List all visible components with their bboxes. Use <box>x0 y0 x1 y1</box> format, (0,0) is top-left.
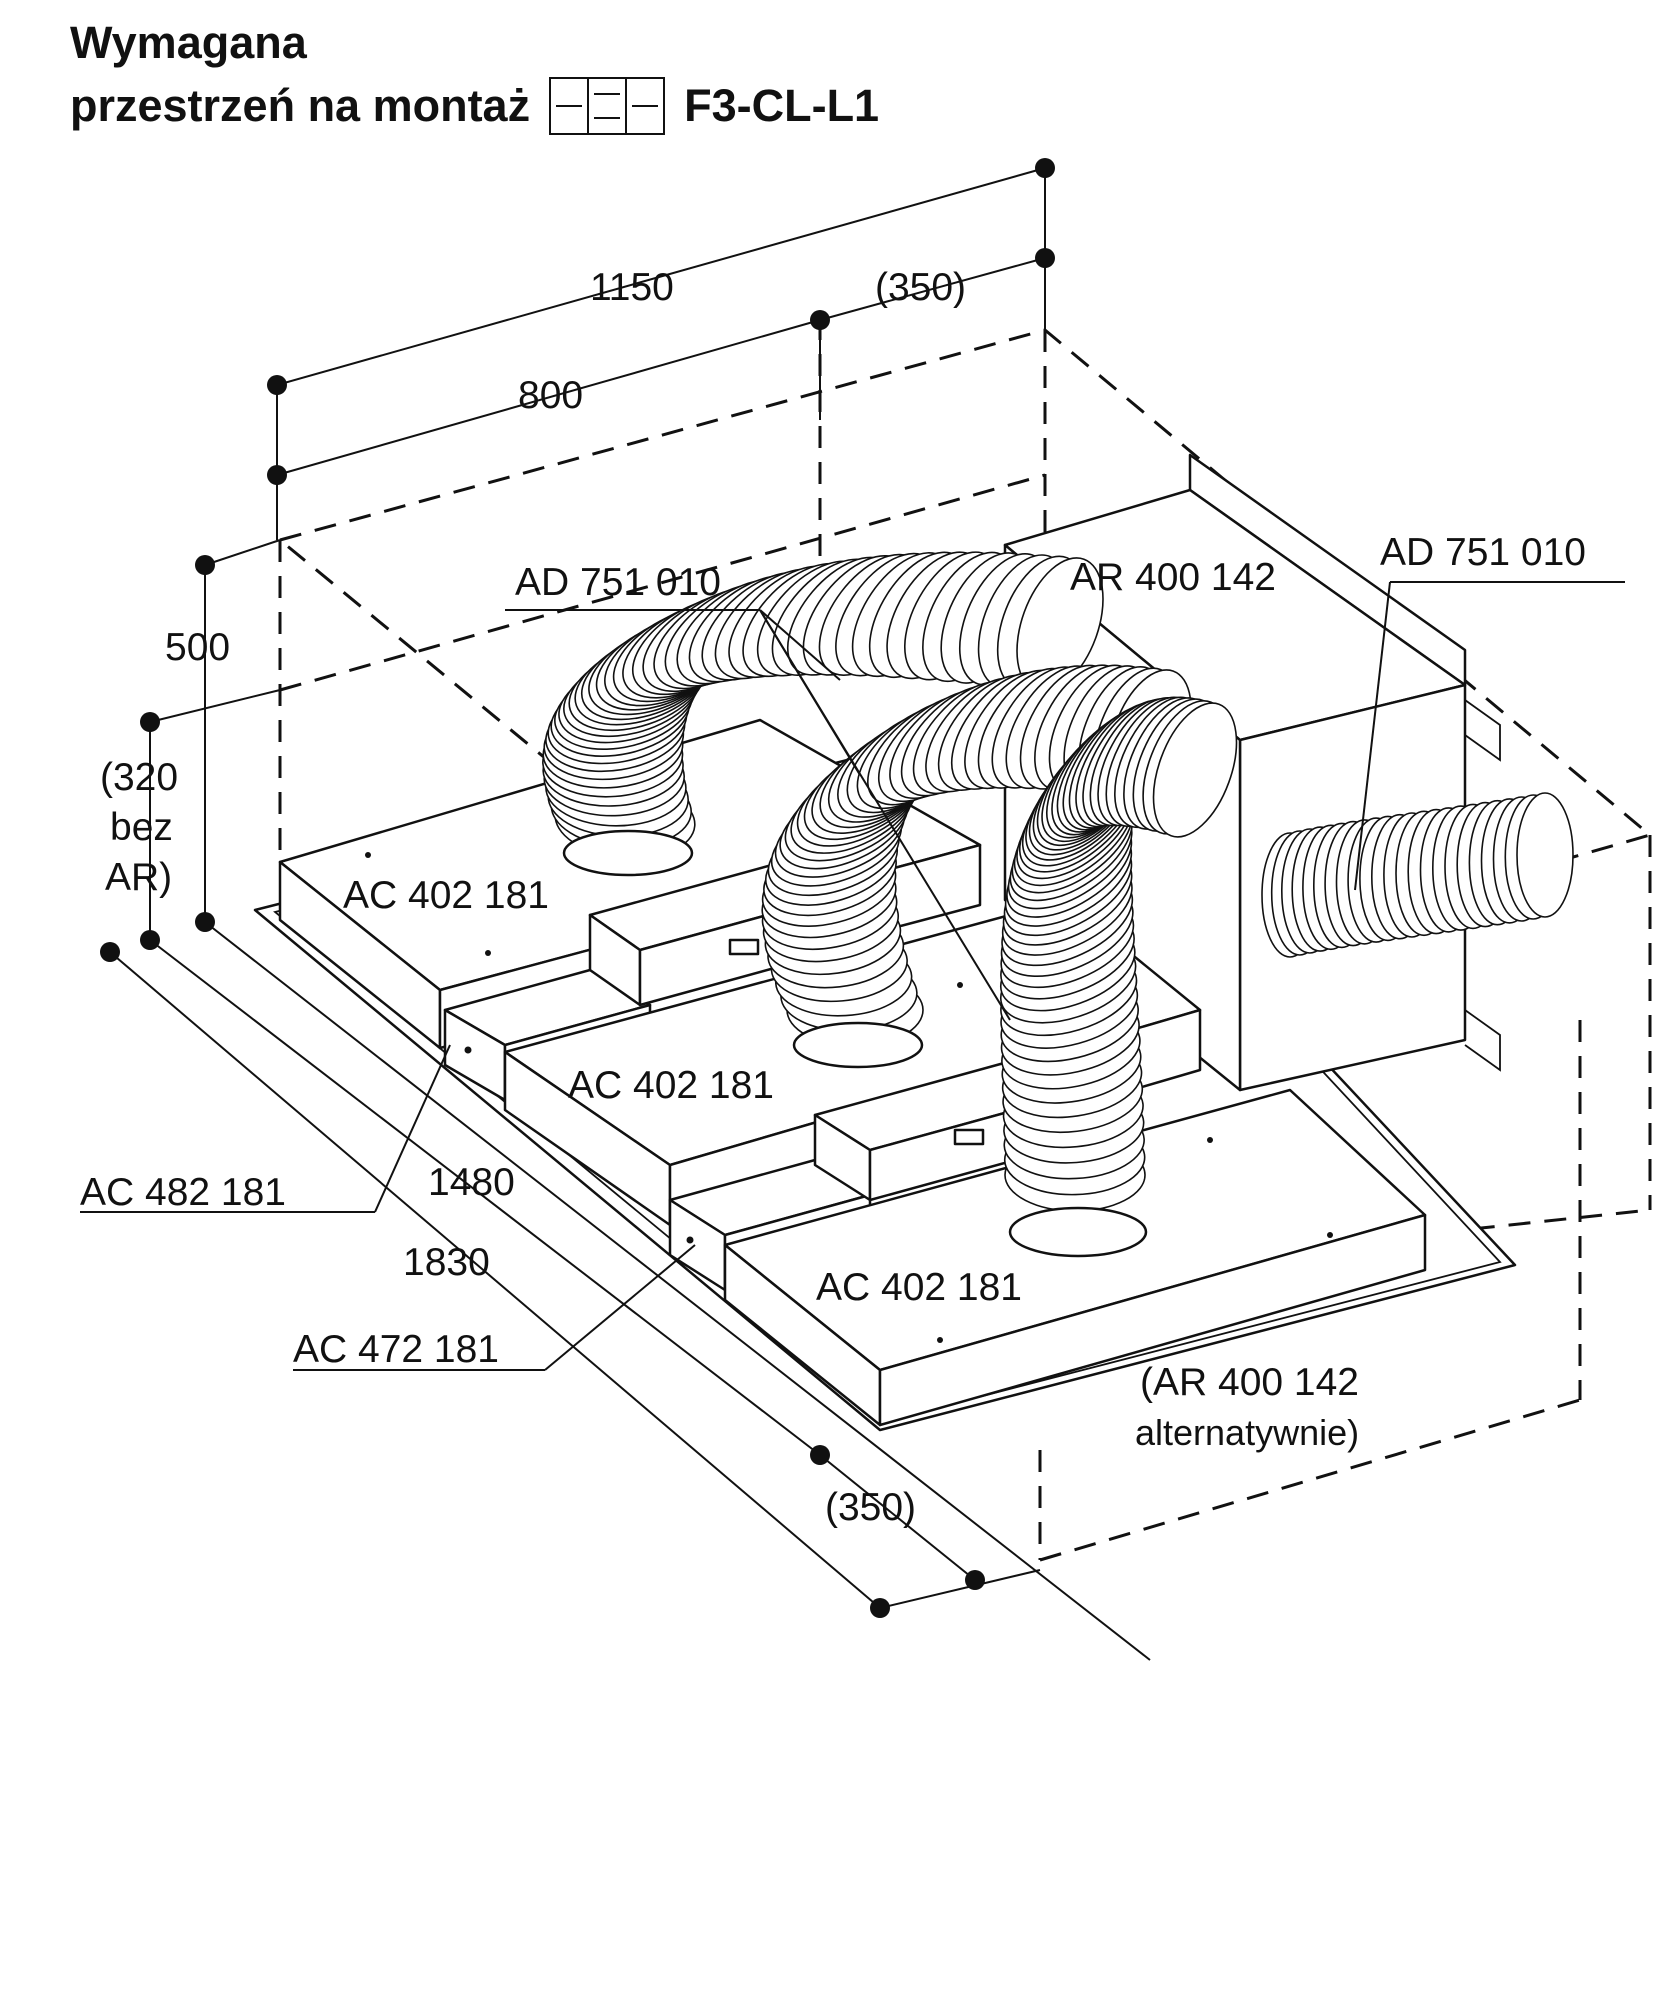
label-module-3: AC 402 181 <box>816 1266 1022 1309</box>
label-fan-box-alt-1: (AR 400 142 <box>1140 1361 1359 1404</box>
hob-three-zone-icon <box>548 76 666 136</box>
label-connector-1: AC 482 181 <box>80 1171 286 1214</box>
duct-collar-2 <box>792 1021 924 1069</box>
page-title-line1: Wymagana <box>70 17 307 68</box>
label-fan-box-alt-2: alternatywnie) <box>1135 1412 1359 1453</box>
dim-depth-unit: 1480 <box>428 1161 515 1204</box>
dim-width-total: 1150 <box>590 266 674 309</box>
dim-height: 500 <box>165 626 230 669</box>
page-title-text: przestrzeń na montaż <box>70 80 531 131</box>
label-module-1: AC 402 181 <box>343 874 549 917</box>
duct-front <box>999 696 1238 1212</box>
label-module-2: AC 402 181 <box>568 1064 774 1107</box>
duct-rear <box>542 551 1104 860</box>
dim-depth-total: 1830 <box>403 1241 490 1284</box>
duct-side <box>1261 792 1574 958</box>
model-name: F3-CL-L1 <box>684 80 880 131</box>
dimension-lines <box>100 158 1151 1661</box>
label-connector-2: AC 472 181 <box>293 1328 499 1371</box>
page-title-line2: przestrzeń na montaż F3-CL-L1 <box>70 76 879 136</box>
duct-rib <box>1152 702 1238 838</box>
dim-height-alt-3: AR) <box>105 856 172 899</box>
dim-width-extra: (350) <box>875 266 966 309</box>
label-fan-box: AR 400 142 <box>1070 556 1276 599</box>
duct-collar-1 <box>562 829 694 877</box>
leader-lines <box>80 581 1625 1371</box>
dim-height-alt-2: bez <box>110 806 173 849</box>
duct-collar-3 <box>1008 1206 1148 1258</box>
dim-depth-extra: (350) <box>825 1486 916 1529</box>
duct-rib <box>1516 792 1574 918</box>
label-duct-right: AD 751 010 <box>1380 531 1586 574</box>
dim-height-alt-1: (320 <box>100 756 178 799</box>
dim-width-unit: 800 <box>518 374 583 417</box>
label-duct-left: AD 751 010 <box>515 561 721 604</box>
